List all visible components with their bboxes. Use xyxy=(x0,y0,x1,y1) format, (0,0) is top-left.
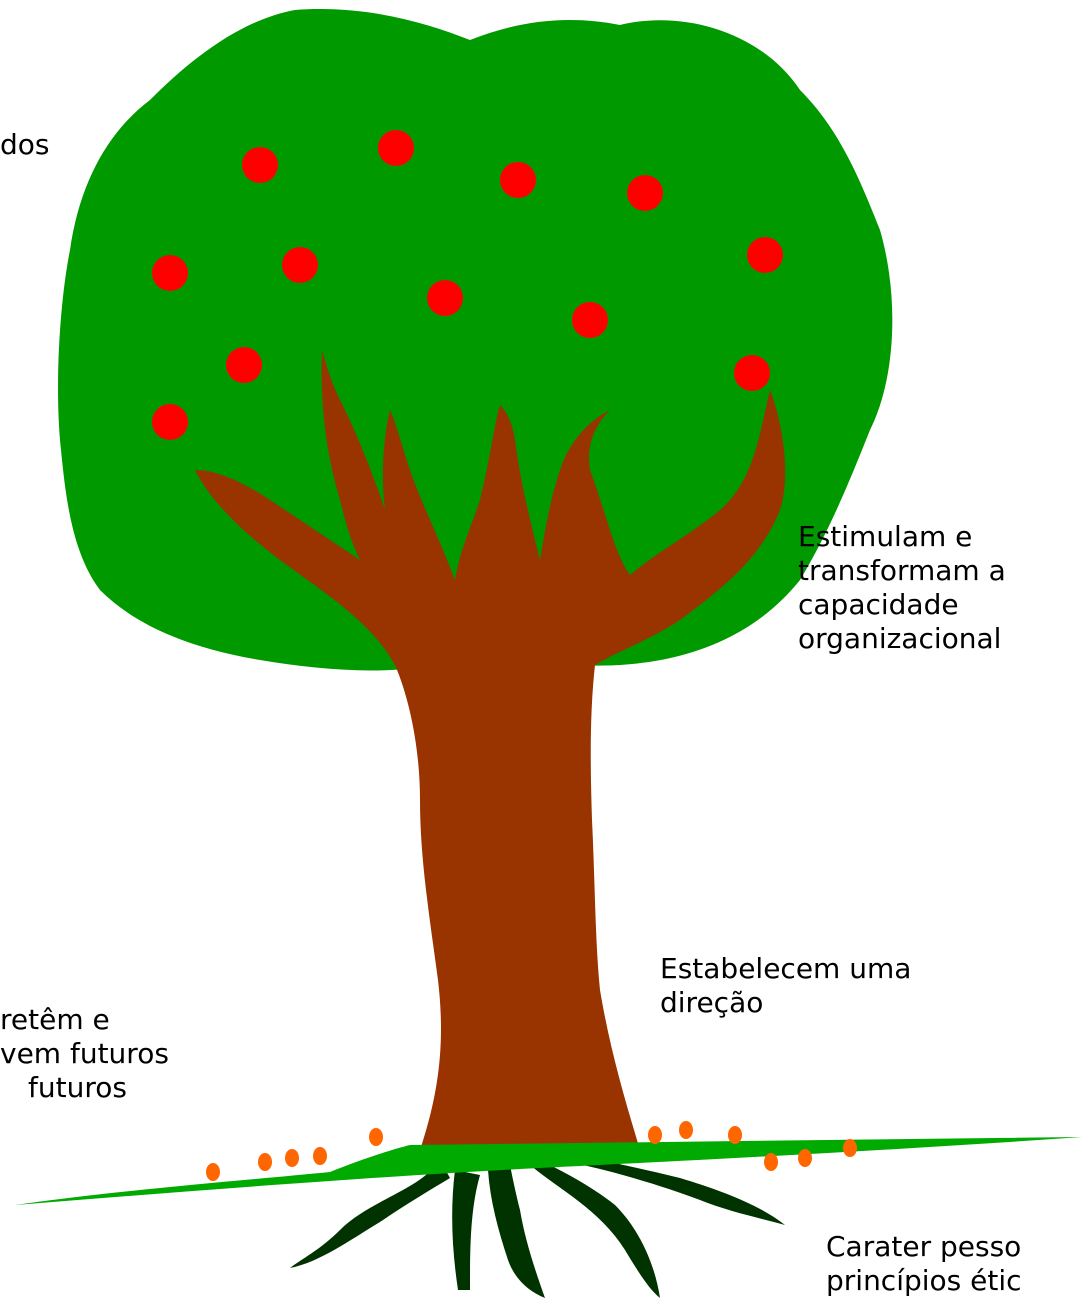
fruit xyxy=(242,147,278,183)
label-line: futuros xyxy=(0,1071,169,1105)
bud xyxy=(728,1126,742,1144)
fruit xyxy=(152,255,188,291)
bud xyxy=(369,1128,383,1146)
bud xyxy=(313,1147,327,1165)
label-line: princípios étic xyxy=(826,1264,1022,1298)
fruit xyxy=(282,247,318,283)
bud xyxy=(648,1126,662,1144)
label-line: direção xyxy=(660,986,911,1020)
bud xyxy=(764,1153,778,1171)
label-bottom-right: Carater pesso princípios étic xyxy=(826,1230,1022,1298)
fruit xyxy=(226,347,262,383)
fruit xyxy=(627,175,663,211)
fruit xyxy=(152,404,188,440)
bud xyxy=(206,1163,220,1181)
label-line: transformam a xyxy=(798,554,1006,588)
label-left-lower: retêm e vem futuros futuros xyxy=(0,1003,169,1105)
label-right-upper: Estimulam e transformam a capacidade org… xyxy=(798,520,1006,656)
fruit xyxy=(378,130,414,166)
label-line: capacidade xyxy=(798,588,1006,622)
fruit xyxy=(572,302,608,338)
bud xyxy=(843,1139,857,1157)
fruit xyxy=(734,355,770,391)
bud xyxy=(798,1149,812,1167)
fruit xyxy=(427,280,463,316)
bud xyxy=(679,1121,693,1139)
bud xyxy=(258,1153,272,1171)
label-line: Estabelecem uma xyxy=(660,952,911,986)
fruit xyxy=(747,237,783,273)
label-line: Carater pesso xyxy=(826,1230,1022,1264)
label-right-middle: Estabelecem uma direção xyxy=(660,952,911,1020)
fruit xyxy=(500,162,536,198)
label-top-left: dos xyxy=(0,128,50,162)
label-line: Estimulam e xyxy=(798,520,1006,554)
label-line: retêm e xyxy=(0,1003,169,1037)
label-line: organizacional xyxy=(798,622,1006,656)
label-line: vem futuros xyxy=(0,1037,169,1071)
bud xyxy=(285,1149,299,1167)
label-line: dos xyxy=(0,128,50,162)
